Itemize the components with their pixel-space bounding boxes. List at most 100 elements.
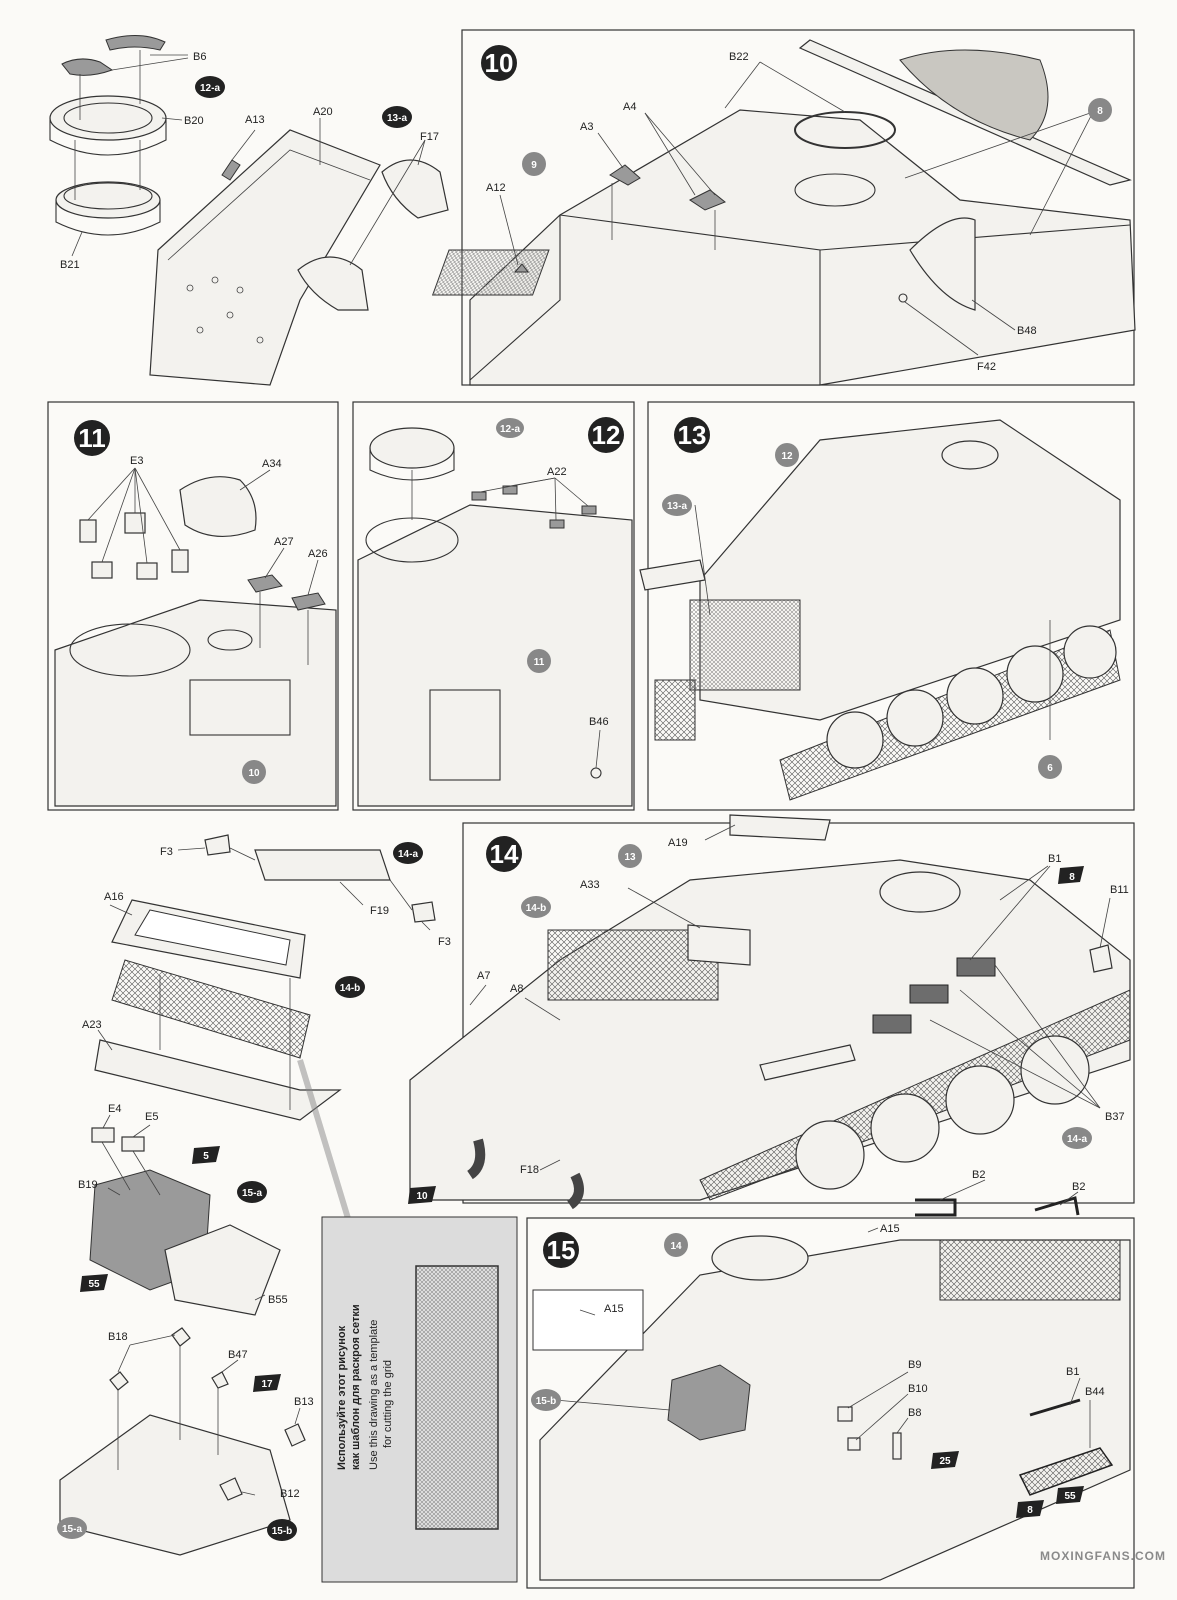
part-b47 bbox=[211, 1371, 229, 1389]
part-a12 bbox=[513, 263, 529, 273]
part-a34 bbox=[179, 476, 257, 538]
part-b1-15 bbox=[1029, 1398, 1081, 1417]
label-a13: A13 bbox=[245, 114, 265, 126]
svg-text:15-a: 15-a bbox=[242, 1188, 262, 1199]
label-b2-left: B2 bbox=[972, 1169, 985, 1181]
star-ref-10 bbox=[408, 1186, 436, 1204]
subassembly-13a: A13 A20 F17 13-a bbox=[149, 106, 449, 386]
turret-hatch-15 bbox=[711, 1235, 809, 1281]
part-mantlet bbox=[899, 49, 1049, 141]
template-note-en-2: for cutting the grid bbox=[382, 1360, 394, 1448]
part-b6-right bbox=[105, 35, 166, 51]
label-b20: B20 bbox=[184, 115, 204, 127]
subassembly-tag-14b bbox=[521, 896, 551, 918]
label-b8: B8 bbox=[908, 1407, 921, 1419]
part-a4 bbox=[689, 189, 726, 211]
label-f3-right: F3 bbox=[438, 936, 451, 948]
svg-text:55: 55 bbox=[88, 1279, 100, 1290]
star-ref-17 bbox=[253, 1374, 281, 1392]
svg-text:14: 14 bbox=[490, 839, 519, 869]
label-b2-right: B2 bbox=[1072, 1181, 1085, 1193]
part-b13 bbox=[284, 1423, 306, 1447]
grid-template-box: Используйте этот рисунок как шаблон для … bbox=[321, 1216, 518, 1583]
label-b11: B11 bbox=[1110, 884, 1129, 896]
hull-12 bbox=[357, 504, 633, 807]
label-a15: A15 bbox=[880, 1223, 900, 1235]
ref-step-9 bbox=[522, 152, 546, 176]
subassembly-tag-15b bbox=[267, 1519, 297, 1541]
svg-text:13-a: 13-a bbox=[387, 113, 407, 124]
running-gear-13 bbox=[654, 625, 1121, 801]
part-b8 bbox=[892, 1432, 902, 1460]
part-a26 bbox=[291, 592, 326, 611]
part-rear-plate-14 bbox=[759, 1044, 856, 1081]
label-a34: A34 bbox=[262, 458, 282, 470]
part-e5 bbox=[121, 1136, 145, 1152]
ref-step-11 bbox=[527, 649, 551, 673]
label-b21: B21 bbox=[60, 259, 80, 271]
label-b1-15: B1 bbox=[1066, 1366, 1079, 1378]
part-b12 bbox=[219, 1477, 243, 1501]
part-f19 bbox=[254, 849, 391, 881]
part-12a-ring bbox=[369, 427, 455, 469]
label-a7: A7 bbox=[477, 970, 490, 982]
label-b22: B22 bbox=[729, 51, 749, 63]
template-note-ru-1: Используйте этот рисунок bbox=[336, 1325, 348, 1470]
label-b6: B6 bbox=[193, 51, 206, 63]
label-a4: A4 bbox=[623, 101, 636, 113]
part-b18-right bbox=[171, 1327, 191, 1347]
svg-text:14-a: 14-a bbox=[398, 849, 418, 860]
engine-grille-10 bbox=[431, 249, 550, 296]
part-13a-plate bbox=[639, 559, 706, 591]
label-f3-left: F3 bbox=[160, 846, 173, 858]
hull-top-11 bbox=[54, 599, 337, 807]
detail-inset-a15 bbox=[532, 1289, 644, 1351]
svg-text:17: 17 bbox=[261, 1379, 273, 1390]
part-a23-tray bbox=[94, 1039, 342, 1121]
part-a33 bbox=[687, 924, 751, 966]
svg-text:14-a: 14-a bbox=[1067, 1134, 1087, 1145]
hull-13 bbox=[699, 419, 1121, 721]
part-e4 bbox=[91, 1127, 115, 1143]
label-b48: B48 bbox=[1017, 325, 1037, 337]
star-ref-8 bbox=[1058, 866, 1084, 884]
subassembly-14a: F3 F19 F3 14-a bbox=[160, 834, 451, 948]
label-a19: A19 bbox=[668, 837, 688, 849]
svg-text:11: 11 bbox=[78, 423, 106, 453]
label-e4: E4 bbox=[108, 1103, 121, 1115]
svg-text:12-a: 12-a bbox=[500, 424, 520, 435]
subassembly-12a: B6 B20 B21 12-a bbox=[49, 35, 225, 271]
template-note-ru-2: как шаблон для раскроя сетки bbox=[350, 1304, 362, 1470]
step-number-10 bbox=[481, 45, 517, 81]
exhaust-pipe-left bbox=[466, 1138, 486, 1180]
svg-text:5: 5 bbox=[203, 1151, 209, 1162]
ref-step-6 bbox=[1038, 755, 1062, 779]
svg-text:12: 12 bbox=[781, 451, 793, 462]
parts-e3 bbox=[79, 512, 189, 580]
svg-text:8: 8 bbox=[1069, 872, 1075, 883]
ref-step-8 bbox=[1088, 98, 1112, 122]
label-b37: B37 bbox=[1105, 1111, 1125, 1123]
part-a20-plate bbox=[149, 129, 381, 386]
subassembly-tag-12a bbox=[195, 76, 225, 98]
part-b48-shield bbox=[909, 217, 976, 311]
part-b10 bbox=[847, 1437, 861, 1451]
step-number-15 bbox=[543, 1232, 579, 1268]
part-a27 bbox=[247, 574, 283, 593]
svg-text:13-a: 13-a bbox=[667, 501, 687, 512]
label-b9: B9 bbox=[908, 1359, 921, 1371]
label-a33: A33 bbox=[580, 879, 600, 891]
part-a19 bbox=[729, 814, 831, 841]
part-b37-2 bbox=[909, 984, 949, 1004]
subassembly-tag-14a bbox=[1062, 1127, 1092, 1149]
ref-step-10 bbox=[242, 760, 266, 784]
subassembly-15a: E4 E5 B19 B55 5 55 15-a bbox=[78, 1103, 288, 1316]
step-13-panel: 13 12 13-a 6 bbox=[639, 401, 1135, 811]
part-f3-right bbox=[411, 901, 436, 923]
step-12-panel: 12 12-a A22 B46 11 bbox=[352, 401, 635, 811]
svg-text:25: 25 bbox=[939, 1456, 951, 1467]
label-a26: A26 bbox=[308, 548, 328, 560]
part-b2-left bbox=[915, 1198, 957, 1217]
part-b44 bbox=[1018, 1447, 1114, 1496]
